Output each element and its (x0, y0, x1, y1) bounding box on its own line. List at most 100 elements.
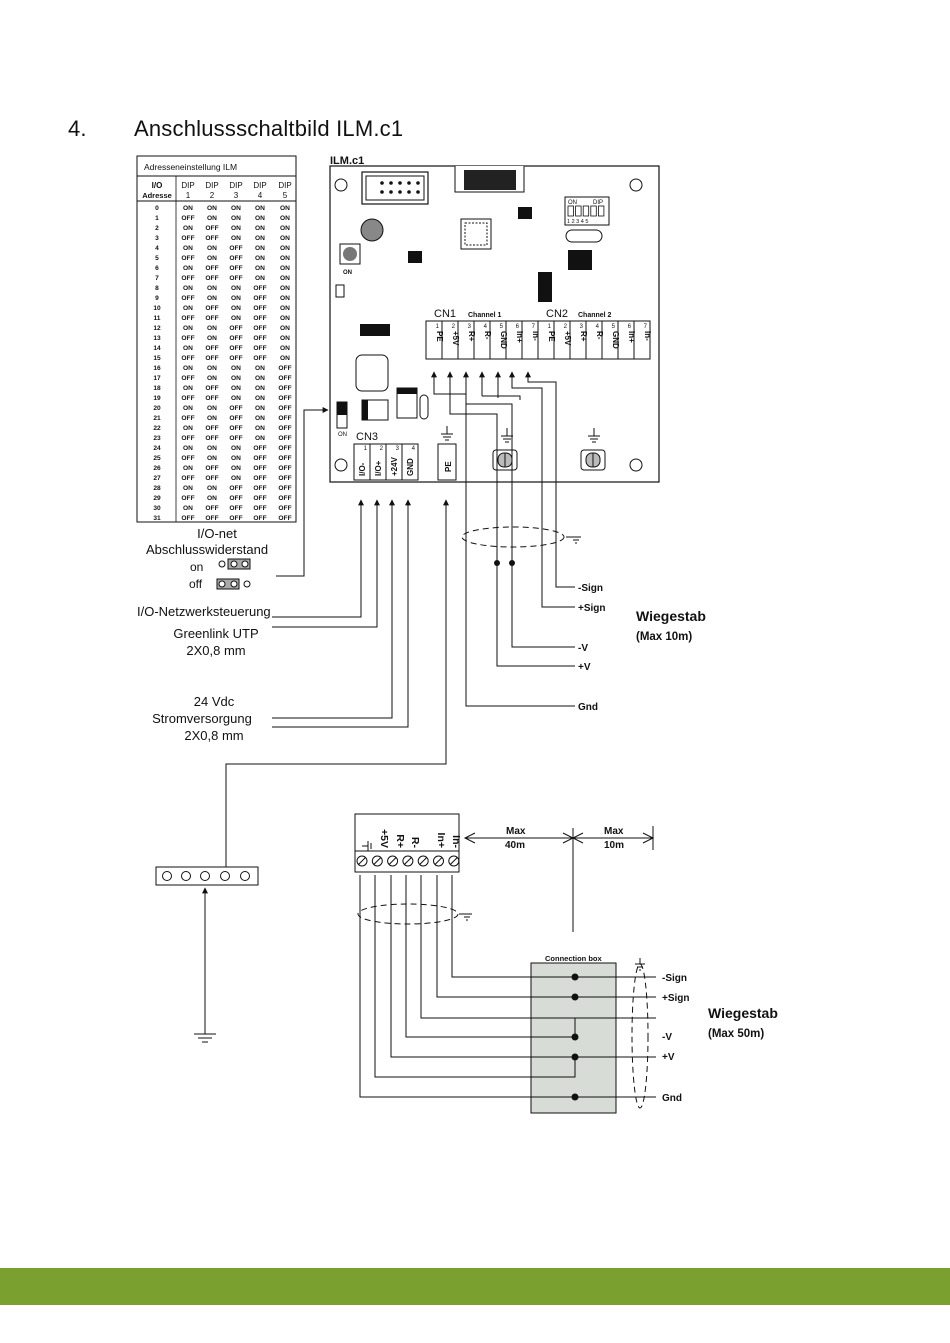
microcontroller (460, 218, 492, 250)
dip-cell: OFF (205, 385, 218, 392)
dip-cell: ON (231, 455, 241, 462)
pin-header (361, 171, 429, 205)
dip-cell: ON (255, 235, 265, 242)
dip-lever[interactable] (575, 205, 582, 217)
dip-switch[interactable]: ON DIP 1 2 3 4 5 (564, 196, 610, 226)
smd-chip (538, 272, 552, 302)
address-cell: 0 (155, 205, 159, 212)
address-cell: 14 (153, 345, 161, 352)
screw-terminal[interactable] (356, 855, 368, 867)
dip-cell: OFF (229, 495, 242, 502)
dip-cell: ON (183, 305, 193, 312)
dip-cell: ON (207, 255, 217, 262)
dip-cell: OFF (253, 455, 266, 462)
pe-terminal-label: PE (444, 461, 453, 472)
dip-cell: ON (231, 285, 241, 292)
on-label-2: ON (338, 432, 347, 438)
dip-cell: ON (207, 295, 217, 302)
dip-cell: OFF (205, 395, 218, 402)
dip-cell: ON (255, 395, 265, 402)
cn1-channel: Channel 1 (468, 312, 502, 319)
dip-cell: OFF (253, 475, 266, 482)
dip-head: DIP (278, 181, 291, 190)
cn3-pin[interactable]: 2I/O+ (369, 443, 387, 481)
dip-cell: OFF (181, 355, 194, 362)
lc1-signal: Gnd (578, 702, 598, 713)
screw-terminal[interactable] (448, 855, 460, 867)
pin-label: In+ (515, 331, 524, 343)
load-cell-2: -Sign +Sign -V +V Gnd Wiegestab (Max 50m… (662, 973, 778, 1104)
dip-cell: ON (255, 385, 265, 392)
dip-cell: ON (207, 405, 217, 412)
cn2-pin[interactable]: 7In- (633, 320, 652, 360)
pin-label: +24V (390, 456, 399, 476)
dip-cell: ON (231, 465, 241, 472)
dip-cell: ON (255, 275, 265, 282)
pin-number: 4 (412, 446, 416, 452)
junction-dot (571, 1093, 579, 1101)
screw-terminal[interactable] (402, 855, 414, 867)
dip-number: 2 (210, 191, 215, 200)
ground-icon (588, 428, 600, 443)
pe-terminal[interactable]: PE (437, 443, 457, 481)
dip-cell: OFF (229, 255, 242, 262)
dip-lever[interactable] (582, 205, 590, 217)
screw-terminal[interactable] (417, 855, 429, 867)
lc2-signal: +V (662, 1052, 675, 1063)
dip-cell: ON (255, 375, 265, 382)
dip-lever[interactable] (567, 205, 574, 217)
dip-cell: ON (255, 435, 265, 442)
lc2-signal: +Sign (662, 993, 690, 1004)
pin-label: +5V (451, 331, 460, 346)
dip-cell: ON (207, 325, 217, 332)
cn3-pin[interactable]: 3+24V (385, 443, 403, 481)
max-10-value: 10m (604, 840, 624, 851)
screw-terminal[interactable] (433, 855, 444, 867)
pin-label: I/O+ (374, 460, 383, 476)
pin-label: GND (611, 331, 620, 349)
dip-cell: OFF (205, 235, 218, 242)
screw-terminal[interactable] (387, 855, 399, 867)
cn3-pin[interactable]: 1I/O- (353, 443, 371, 481)
dip-cell: OFF (205, 345, 218, 352)
dip-cell: OFF (253, 315, 266, 322)
dip-cell: ON (280, 225, 290, 232)
dip-cell: OFF (229, 355, 242, 362)
pin-label: +5V (563, 331, 572, 346)
dip-lever[interactable] (590, 205, 597, 217)
address-cell: 6 (155, 265, 159, 272)
dip-cell: OFF (229, 325, 242, 332)
pin-label: R- (595, 331, 604, 340)
cn1-label: CN1 (434, 308, 456, 320)
dip-cell: OFF (253, 505, 266, 512)
dip-cell: OFF (181, 435, 194, 442)
dip-lever[interactable] (598, 205, 605, 217)
ground-icon (501, 428, 513, 443)
section-number: 4. (68, 116, 87, 141)
jumper-off (216, 578, 251, 590)
dip-cell: ON (231, 225, 241, 232)
dip-on-label: ON (568, 200, 577, 206)
lc1-signal: -Sign (578, 583, 603, 594)
buzzer (360, 218, 384, 242)
jumper-on-label: on (190, 560, 203, 574)
screw-terminal[interactable] (371, 855, 383, 867)
smd-chip (408, 251, 422, 263)
dip-cell: OFF (278, 445, 291, 452)
dip-cell: ON (280, 205, 290, 212)
dip-cell: ON (207, 335, 217, 342)
max-40-label: Max (506, 826, 526, 837)
dip-cell: OFF (253, 345, 266, 352)
dip-cell: OFF (278, 415, 291, 422)
address-cell: 13 (153, 335, 161, 342)
dip-cell: OFF (181, 375, 194, 382)
